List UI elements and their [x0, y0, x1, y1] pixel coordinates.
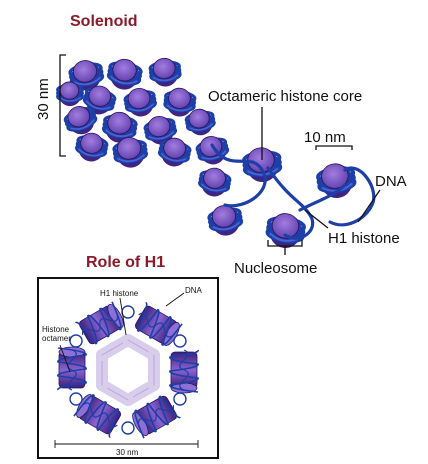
ten-nm-label: 10 nm	[304, 129, 346, 146]
h1-box-dna-label: DNA	[185, 286, 202, 295]
h1-leader-lines	[54, 292, 199, 448]
histone-octamer	[73, 394, 122, 438]
h1-histone-label: H1 histone	[328, 230, 400, 247]
h1-box-h1-label: H1 histone	[100, 289, 139, 298]
h1-box-scale-label: 30 nm	[116, 448, 139, 457]
linker-dna	[173, 334, 187, 348]
nucleosome	[184, 108, 216, 136]
histone-octamer	[57, 346, 87, 391]
h1-ring	[57, 301, 199, 439]
leader-lines	[261, 107, 381, 255]
extended-dna	[210, 143, 376, 240]
nucleosome	[75, 132, 109, 162]
nucleosome	[316, 163, 357, 199]
dna-label: DNA	[375, 173, 407, 190]
scale-bracket	[59, 54, 66, 157]
nucleosome	[123, 87, 157, 117]
nucleosome	[112, 137, 149, 168]
nucleosome	[207, 205, 244, 236]
nucleosome	[265, 213, 306, 249]
linker-dna	[121, 421, 135, 435]
role-of-h1-title: Role of H1	[86, 254, 166, 271]
histone-octamer	[132, 395, 182, 439]
linker-dna	[173, 392, 187, 406]
histone-octamer	[169, 349, 199, 394]
nucleosome	[143, 115, 178, 145]
nucleosome	[101, 111, 138, 143]
nucleosome	[157, 137, 192, 167]
histone-octamer	[134, 302, 183, 346]
linker-dna	[69, 334, 83, 348]
solenoid-scale-label: 30 nm	[35, 78, 52, 120]
nucleosome	[63, 106, 98, 135]
solenoid-fiber	[56, 57, 357, 249]
nucleosome	[198, 167, 232, 197]
histone-octamer-label-1: Histone	[42, 325, 70, 334]
nucleosome	[163, 87, 197, 117]
linker-dna	[69, 392, 83, 406]
nucleosome	[68, 60, 105, 91]
octameric-core-label: Octameric histone core	[208, 88, 363, 105]
nucleosome	[195, 136, 230, 165]
histone-octamer	[74, 301, 124, 345]
nucleosome	[148, 57, 182, 87]
nucleosome	[82, 85, 117, 115]
nucleosome-label: Nucleosome	[234, 260, 318, 277]
solenoid-title: Solenoid	[70, 13, 138, 30]
nucleosome	[56, 81, 84, 107]
histone-octamer-label-2: octamer	[42, 334, 71, 343]
nucleosome	[106, 58, 143, 90]
